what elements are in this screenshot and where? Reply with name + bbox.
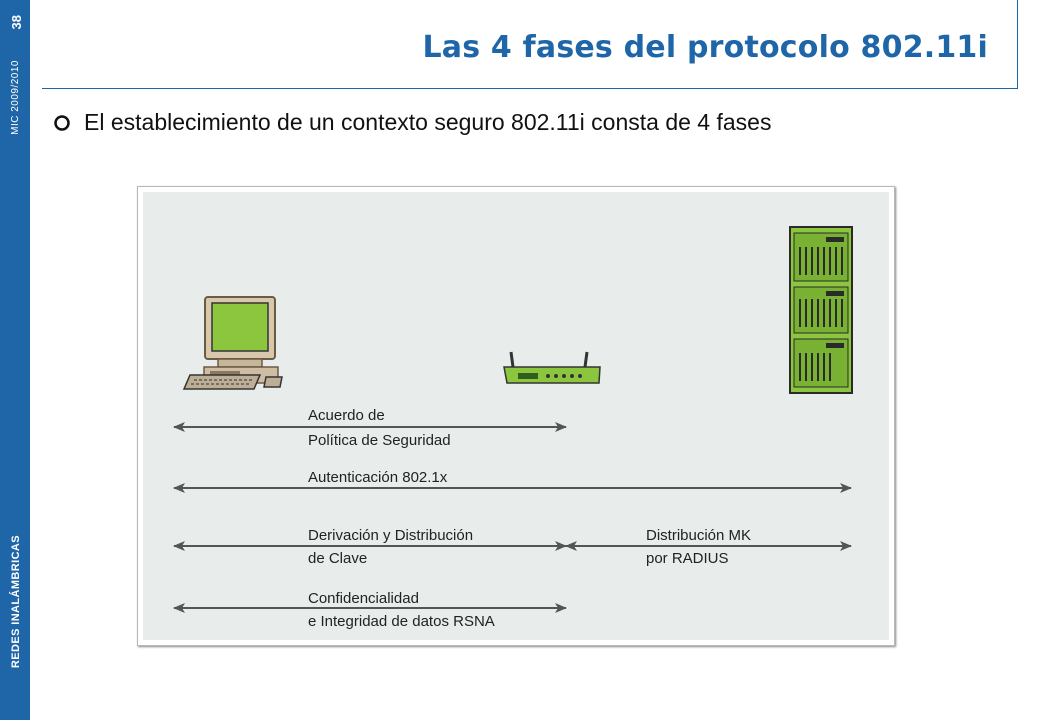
workstation-icon bbox=[182, 296, 283, 390]
bullet-text: El establecimiento de un contexto seguro… bbox=[84, 109, 772, 135]
bullet-item: El establecimiento de un contexto seguro… bbox=[52, 109, 771, 136]
phases-diagram: Acuerdo de Política de Seguridad Autenti… bbox=[137, 186, 895, 646]
phase-3b-line2: por RADIUS bbox=[646, 550, 729, 567]
page-number: 38 bbox=[9, 15, 24, 30]
phase-4-line2: e Integridad de datos RSNA bbox=[308, 613, 495, 630]
sidebar: 38 MIC 2009/2010 REDES INALÁMBRICAS bbox=[0, 0, 30, 720]
phase-2-line1: Autenticación 802.1x bbox=[308, 469, 448, 486]
bullet-circle-icon bbox=[52, 113, 72, 133]
diagram-canvas: Acuerdo de Política de Seguridad Autenti… bbox=[173, 226, 853, 630]
subject-label: REDES INALÁMBRICAS bbox=[10, 535, 22, 669]
phase-1-line1: Acuerdo de bbox=[308, 407, 385, 424]
title-rule bbox=[42, 88, 1017, 89]
phase-3-line2: de Clave bbox=[308, 550, 367, 567]
title-rule-vertical bbox=[1017, 0, 1018, 89]
server-rack-icon bbox=[789, 226, 853, 394]
access-point-icon bbox=[503, 351, 601, 384]
phase-4-line1: Confidencialidad bbox=[308, 590, 419, 607]
slide-title: Las 4 fases del protocolo 802.11i bbox=[422, 30, 988, 65]
phase-1-line2: Política de Seguridad bbox=[308, 432, 451, 449]
phase-3-line1: Derivación y Distribución bbox=[308, 527, 473, 544]
phase-3b-line1: Distribución MK bbox=[646, 527, 751, 544]
diagram-background bbox=[143, 192, 889, 640]
course-label: MIC 2009/2010 bbox=[10, 60, 21, 135]
